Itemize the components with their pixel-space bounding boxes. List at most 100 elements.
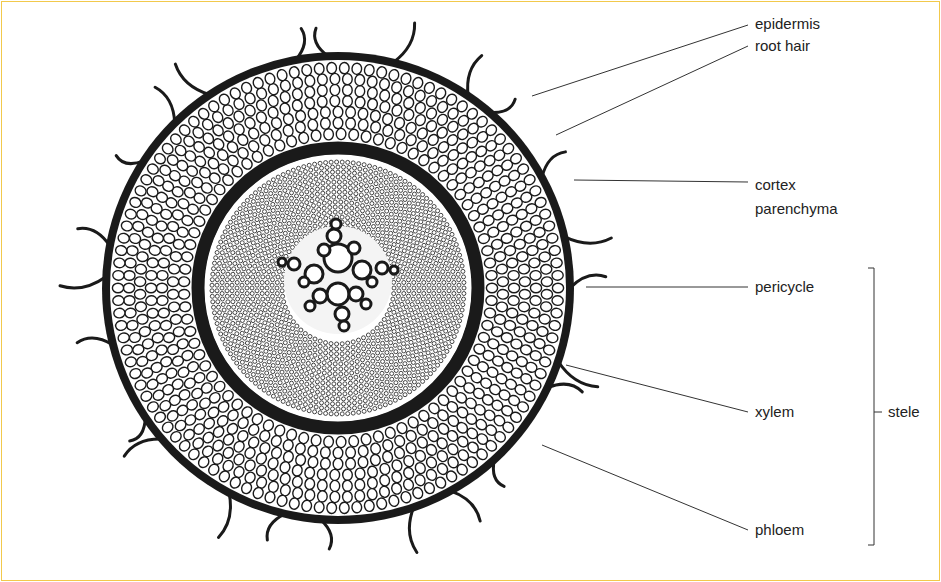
stele-cell	[255, 283, 259, 287]
stele-cell	[381, 213, 385, 217]
parenchyma-cell	[120, 220, 133, 232]
stele-cell	[412, 380, 416, 384]
stele-cell	[286, 310, 290, 314]
stele-cell	[388, 327, 392, 331]
stele-cell	[390, 315, 394, 319]
stele-cell	[237, 308, 241, 312]
parenchyma-cell	[540, 264, 552, 275]
stele-cell	[292, 224, 296, 228]
parenchyma-cell	[124, 308, 136, 319]
stele-cell	[314, 172, 318, 176]
stele-cell	[286, 329, 290, 333]
stele-cell	[277, 315, 281, 319]
stele-cell	[331, 170, 335, 174]
stele-cell	[340, 352, 344, 356]
stele-cell	[370, 202, 374, 206]
stele-cell	[407, 294, 411, 298]
stele-cell	[433, 243, 437, 247]
stele-cell	[399, 201, 403, 205]
parenchyma-cell	[307, 456, 318, 468]
stele-cell	[420, 321, 424, 325]
stele-cell	[403, 204, 407, 208]
parenchyma-cell	[393, 128, 406, 142]
stele-cell	[370, 381, 374, 385]
stele-cell	[419, 213, 423, 217]
stele-cell	[250, 286, 254, 290]
stele-cell	[248, 210, 252, 214]
parenchyma-cell	[435, 449, 449, 464]
stele-cell	[424, 369, 428, 373]
stele-cell	[235, 281, 239, 285]
stele-cell	[371, 336, 375, 340]
stele-cell	[235, 292, 239, 296]
stele-cell	[310, 194, 314, 198]
stele-cell	[246, 275, 250, 279]
stele-cell	[276, 205, 280, 209]
parenchyma-cell	[320, 447, 330, 459]
stele-cell	[445, 305, 449, 309]
stele-cell	[417, 278, 421, 282]
stele-cell	[263, 216, 267, 220]
stele-cell	[384, 186, 388, 190]
stele-cell	[435, 337, 439, 341]
parenchyma-cell	[176, 197, 190, 211]
stele-cell	[389, 189, 393, 193]
stele-cell	[414, 249, 418, 253]
parenchyma-cell	[445, 92, 459, 107]
stele-cell	[394, 369, 398, 373]
stele-cell	[313, 353, 317, 357]
stele-cell	[320, 406, 324, 410]
stele-cell	[309, 404, 313, 408]
parenchyma-cell	[415, 139, 429, 154]
parenchyma-cell	[342, 95, 352, 107]
stele-cell	[288, 386, 292, 390]
stele-cell	[403, 210, 407, 214]
stele-cell	[383, 325, 387, 329]
stele-cell	[379, 388, 383, 392]
stele-cell	[380, 201, 384, 205]
stele-cell	[417, 283, 421, 287]
stele-cell	[383, 248, 387, 252]
stele-cell	[261, 297, 265, 301]
parenchyma-cell	[496, 264, 508, 275]
stele-cell	[452, 321, 456, 325]
stele-cell	[402, 230, 406, 234]
stele-cell	[265, 259, 269, 263]
stele-cell	[385, 369, 389, 373]
stele-cell	[337, 185, 341, 189]
stele-cell	[402, 323, 406, 327]
stele-cell	[392, 286, 396, 290]
stele-cell	[429, 346, 433, 350]
parenchyma-cell	[264, 490, 277, 504]
stele-cell	[347, 396, 351, 400]
stele-cell	[412, 336, 416, 340]
stele-cell	[395, 325, 399, 329]
stele-cell	[300, 203, 304, 207]
stele-cell	[272, 215, 276, 219]
stele-cell	[430, 308, 434, 312]
stele-cell	[437, 228, 441, 232]
parenchyma-cell	[402, 454, 415, 468]
parenchyma-cell	[243, 458, 257, 472]
stele-cell	[358, 172, 362, 176]
stele-cell	[332, 377, 336, 381]
stele-cell	[263, 356, 267, 360]
parenchyma-cell	[382, 438, 395, 452]
stele-cell	[444, 311, 448, 315]
stele-cell	[222, 308, 226, 312]
stele-cell	[294, 331, 298, 335]
stele-cell	[371, 207, 375, 211]
stele-cell	[441, 275, 445, 279]
parenchyma-cell	[372, 430, 384, 443]
stele-cell	[240, 241, 244, 245]
stele-cell	[291, 320, 295, 324]
parenchyma-cell	[240, 481, 253, 495]
stele-cell	[309, 394, 313, 398]
stele-cell	[437, 344, 441, 348]
stele-cell	[285, 361, 289, 365]
parenchyma-cell	[135, 264, 147, 275]
parenchyma-cell	[339, 62, 349, 74]
stele-cell	[262, 270, 266, 274]
stele-cell	[428, 365, 432, 369]
parenchyma-cell	[345, 458, 355, 470]
